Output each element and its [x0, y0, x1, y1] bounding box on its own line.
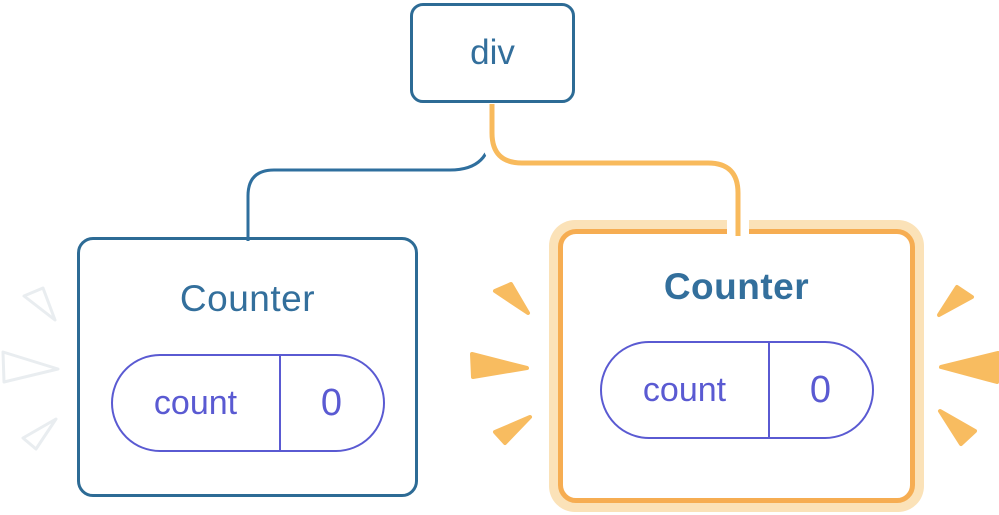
counter-left-content: Counter count 0 [80, 240, 415, 494]
tree-node-div: div [410, 3, 575, 103]
spark-ray [939, 351, 999, 384]
state-key-right: count [642, 370, 727, 409]
edge-div-to-right-counter [489, 104, 741, 236]
state-key-left: count [153, 383, 238, 422]
tree-node-counter-left: Counter count 0 [77, 237, 418, 497]
state-pill-left: count 0 [110, 354, 385, 452]
edge-div-to-right-counter-casing [481, 104, 749, 236]
spark-ray [470, 352, 529, 379]
state-value-left: 0 [278, 356, 383, 450]
spark-ray [21, 417, 58, 451]
spark-ray [493, 415, 532, 445]
tree-node-counter-right: Counter count 0 [558, 229, 915, 503]
spark-ray [493, 282, 530, 315]
spark-ray [937, 285, 974, 317]
counter-right-title: Counter [663, 266, 810, 307]
state-pill-right: count 0 [599, 341, 874, 439]
sparks-right-of-right-counter [937, 285, 999, 446]
state-value-right: 0 [767, 343, 872, 437]
div-node-label: div [470, 33, 515, 72]
spark-ray [938, 409, 977, 446]
highlight-glow-ring: Counter count 0 [549, 220, 924, 512]
sparks-left-of-right-counter [470, 282, 532, 445]
sparks-left-of-left-counter [1, 286, 60, 451]
counter-left-title: Counter [179, 278, 316, 319]
spark-ray [22, 286, 57, 322]
edge-div-to-left-counter [246, 104, 493, 241]
spark-ray [1, 350, 60, 384]
counter-right-content: Counter count 0 [563, 234, 910, 498]
